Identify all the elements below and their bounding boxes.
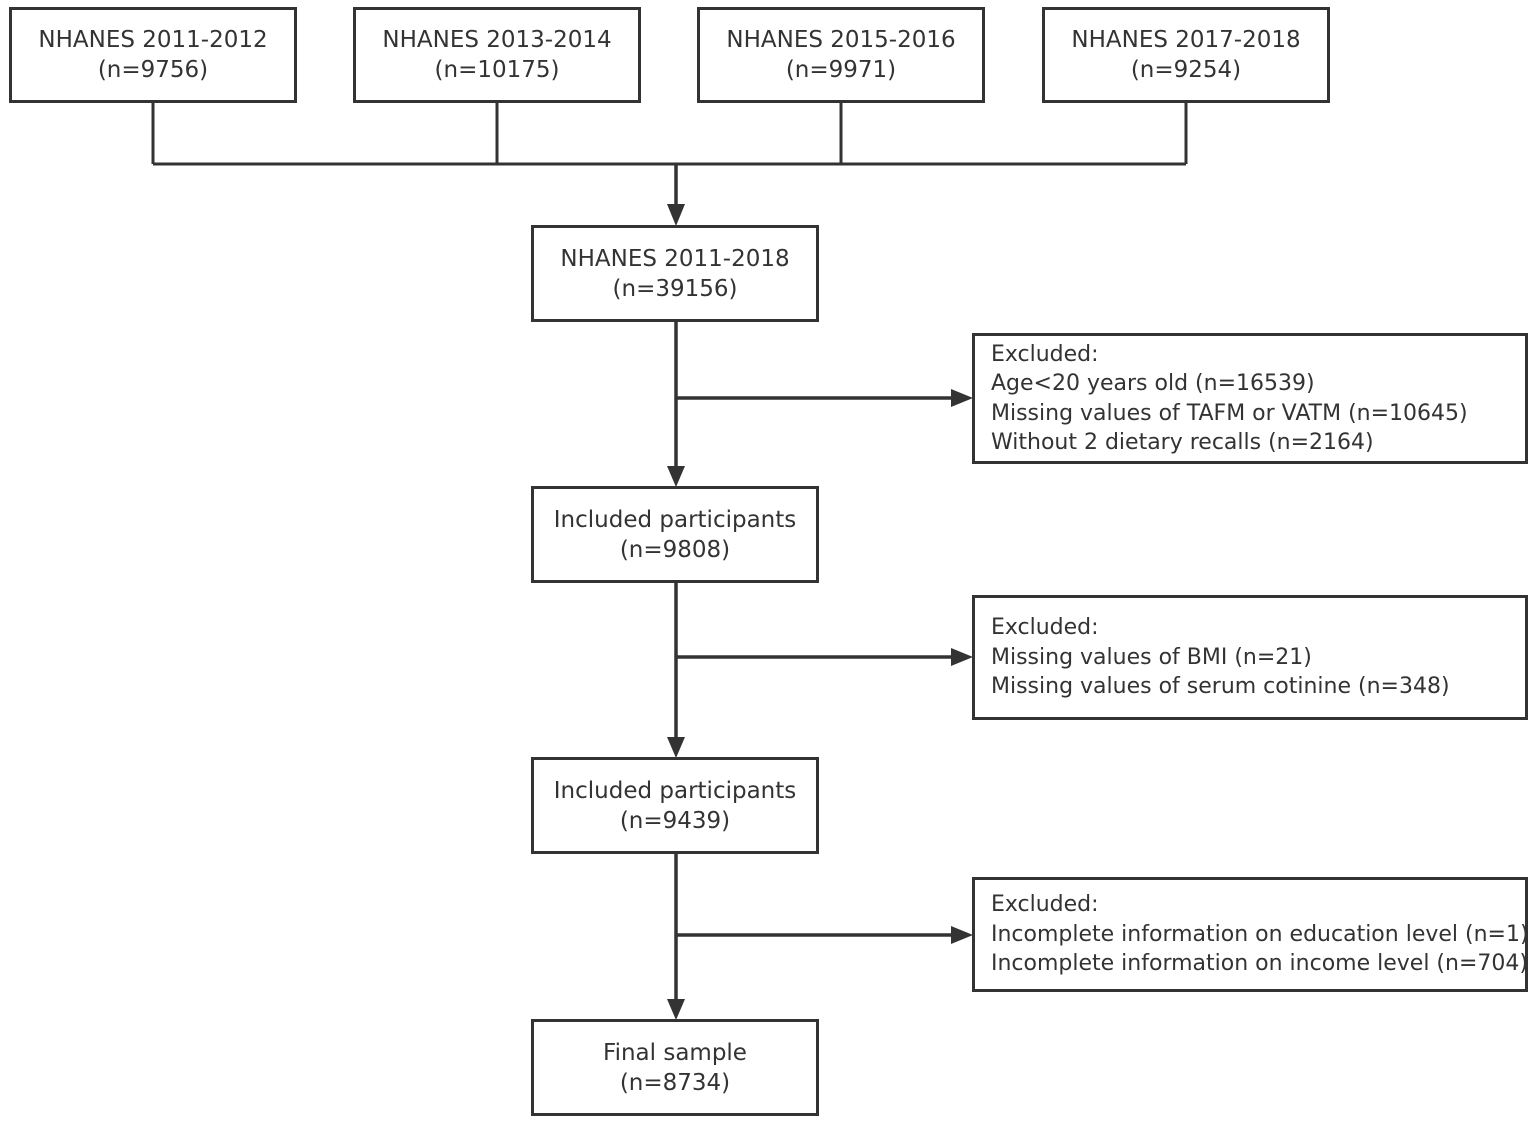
stage-count: (n=9439) <box>619 807 731 834</box>
exclusion-heading: Excluded: <box>991 615 1099 641</box>
exclusion-item: Incomplete information on income level (… <box>991 951 1528 977</box>
exclusion-box-3: Excluded: Incomplete information on educ… <box>972 877 1529 992</box>
source-title: NHANES 2015-2016 <box>726 27 956 53</box>
stage-2-arrowhead <box>667 737 685 758</box>
combined-count: (n=39156) <box>612 275 738 302</box>
source-box-2015-2016: NHANES 2015-2016 (n=9971) <box>697 7 985 103</box>
exclusion-item: Age<20 years old (n=16539) <box>991 371 1315 396</box>
source-count: (n=10175) <box>434 57 560 83</box>
exclusion-heading: Excluded: <box>991 892 1099 918</box>
combined-box: NHANES 2011-2018 (n=39156) <box>531 225 819 322</box>
source-box-2013-2014: NHANES 2013-2014 (n=10175) <box>353 7 641 103</box>
source-box-2011-2012: NHANES 2011-2012 (n=9756) <box>9 7 297 103</box>
exclusion-box-2: Excluded: Missing values of BMI (n=21) M… <box>972 595 1528 720</box>
stage-count: (n=9808) <box>619 536 731 563</box>
combined-title: NHANES 2011-2018 <box>560 245 790 272</box>
stage-title: Included participants <box>553 777 797 804</box>
final-sample-box: Final sample (n=8734) <box>531 1019 819 1116</box>
merge-arrowhead <box>667 204 685 226</box>
exclusion-3-arrowhead <box>951 926 973 944</box>
exclusion-item: Missing values of BMI (n=21) <box>991 644 1312 670</box>
source-title: NHANES 2017-2018 <box>1071 27 1301 53</box>
stage-1-arrowhead <box>667 466 685 487</box>
stage-3-arrowhead <box>667 999 685 1020</box>
exclusion-item: Incomplete information on education leve… <box>991 921 1529 947</box>
source-count: (n=9254) <box>1130 57 1242 83</box>
exclusion-2-arrowhead <box>951 648 973 666</box>
source-count: (n=9971) <box>785 57 897 83</box>
included-box-1: Included participants (n=9808) <box>531 486 819 583</box>
source-box-2017-2018: NHANES 2017-2018 (n=9254) <box>1042 7 1330 103</box>
exclusion-item: Without 2 dietary recalls (n=2164) <box>991 430 1374 455</box>
exclusion-1-arrowhead <box>951 389 973 407</box>
source-title: NHANES 2011-2012 <box>38 27 268 53</box>
final-count: (n=8734) <box>619 1069 731 1096</box>
stage-title: Included participants <box>553 506 797 533</box>
source-title: NHANES 2013-2014 <box>382 27 612 53</box>
final-title: Final sample <box>603 1039 747 1066</box>
included-box-2: Included participants (n=9439) <box>531 757 819 854</box>
exclusion-heading: Excluded: <box>991 341 1099 367</box>
exclusion-item: Missing values of serum cotinine (n=348) <box>991 674 1450 700</box>
exclusion-box-1: Excluded: Age<20 years old (n=16539) Mis… <box>972 333 1528 464</box>
exclusion-item: Missing values of TAFM or VATM (n=10645) <box>991 400 1468 426</box>
source-count: (n=9756) <box>97 57 209 83</box>
